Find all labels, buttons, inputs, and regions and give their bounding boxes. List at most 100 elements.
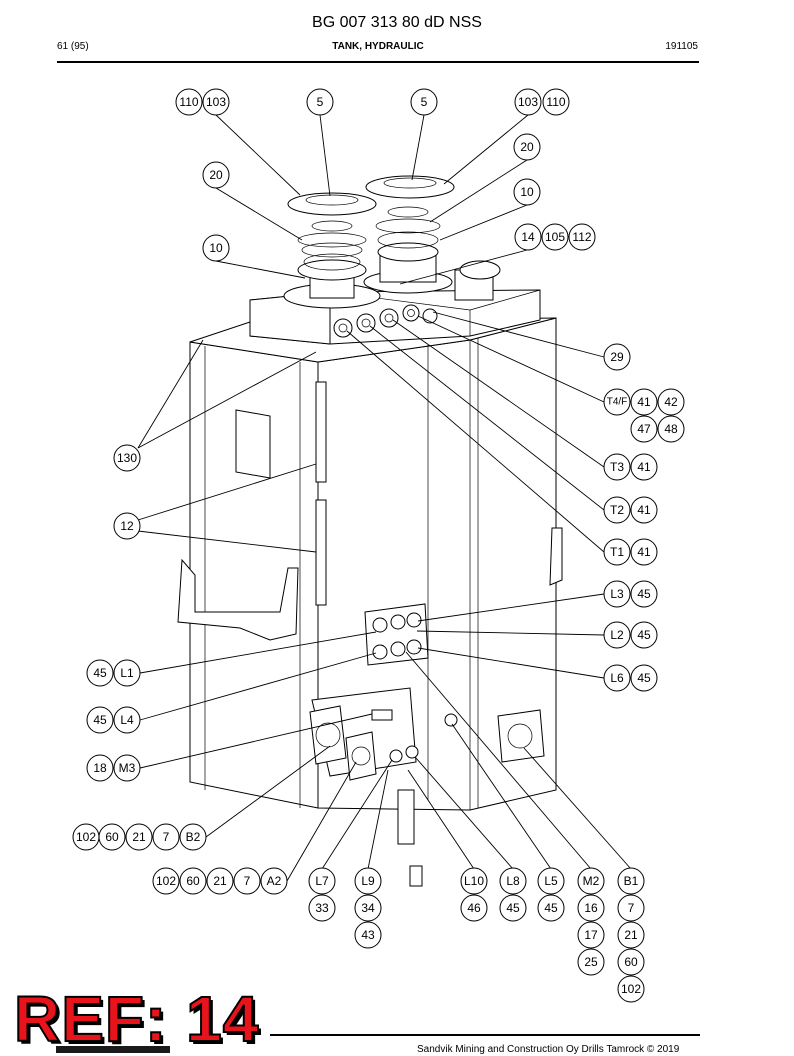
callout-10: 10: [513, 178, 541, 206]
callout-t3: T3: [603, 453, 631, 481]
callout-47: 47: [630, 415, 658, 443]
callout-label: 14: [521, 230, 535, 244]
callout-b1: B1: [617, 867, 645, 895]
callout-112: 112: [568, 223, 596, 251]
leader-lines: [137, 114, 632, 882]
callout-20: 20: [202, 161, 230, 189]
callout-label: 18: [93, 761, 107, 775]
callout-l3: L3: [603, 580, 631, 608]
callout-label: 17: [584, 928, 598, 942]
callout-45: 45: [86, 706, 114, 734]
callout-m3: M3: [113, 754, 141, 782]
callout-label: M2: [583, 874, 600, 888]
callout-60: 60: [179, 867, 207, 895]
callout-label: 7: [244, 874, 251, 888]
callout-110: 110: [542, 88, 570, 116]
callout-5: 5: [306, 88, 334, 116]
callout-130: 130: [113, 444, 141, 472]
callout-label: 45: [93, 666, 107, 680]
callout-label: 110: [179, 95, 198, 109]
callout-label: L6: [610, 671, 624, 685]
callout-label: 21: [213, 874, 227, 888]
document-number: BG 007 313 80 dD NSS: [312, 14, 482, 31]
tank-body: [177, 317, 563, 811]
callout-60: 60: [617, 948, 645, 976]
callout-45: 45: [86, 659, 114, 687]
callout-41: 41: [630, 388, 658, 416]
callout-43: 43: [354, 921, 382, 949]
callout-label: 34: [361, 901, 375, 915]
callout-label: 45: [93, 713, 107, 727]
callout-label: T1: [610, 545, 624, 559]
callout-label: T3: [610, 460, 624, 474]
callout-102: 102: [617, 975, 645, 1003]
callout-103: 103: [202, 88, 230, 116]
callout-41: 41: [630, 538, 658, 566]
callout-label: 20: [209, 168, 223, 182]
callout-7: 7: [233, 867, 261, 895]
callout-label: 21: [624, 928, 638, 942]
callout-21: 21: [617, 921, 645, 949]
callout-label: 21: [132, 830, 146, 844]
callout-103: 103: [514, 88, 542, 116]
callout-18: 18: [86, 754, 114, 782]
callout-label: 103: [518, 95, 538, 109]
lower-port-plate: [309, 687, 545, 887]
callout-label: T2: [610, 503, 624, 517]
callout-17: 17: [577, 921, 605, 949]
callout-45: 45: [537, 894, 565, 922]
callout-l8: L8: [499, 867, 527, 895]
callout-102: 102: [152, 867, 180, 895]
callout-label: A2: [267, 874, 282, 888]
callout-label: 7: [628, 901, 635, 915]
callout-label: L8: [506, 874, 520, 888]
callout-45: 45: [630, 580, 658, 608]
callout-105: 105: [541, 223, 569, 251]
callout-label: 47: [637, 422, 651, 436]
callout-label: 45: [637, 671, 651, 685]
callout-label: 5: [317, 95, 324, 109]
callout-label: 29: [610, 350, 624, 364]
callout-label: L9: [361, 874, 375, 888]
callout-41: 41: [630, 453, 658, 481]
callout-5: 5: [410, 88, 438, 116]
callout-t2: T2: [603, 496, 631, 524]
callout-label: 60: [624, 955, 638, 969]
callout-m2: M2: [577, 867, 605, 895]
callout-label: L2: [610, 628, 624, 642]
callout-48: 48: [657, 415, 685, 443]
callout-label: 45: [506, 901, 520, 915]
callout-45: 45: [630, 621, 658, 649]
callout-label: T4/F: [607, 397, 628, 408]
callout-label: 103: [206, 95, 226, 109]
callout-34: 34: [354, 894, 382, 922]
callout-label: 10: [520, 185, 534, 199]
callout-label: 102: [156, 874, 176, 888]
footer-rule: [270, 1034, 700, 1036]
callout-7: 7: [152, 823, 180, 851]
callout-label: 60: [105, 830, 119, 844]
date-code: 191105: [665, 41, 698, 52]
right-filter-stack: [363, 175, 455, 294]
callout-l4: L4: [113, 706, 141, 734]
callout-a2: A2: [260, 867, 288, 895]
callout-l1: L1: [113, 659, 141, 687]
callout-label: 12: [120, 519, 134, 533]
callout-21: 21: [125, 823, 153, 851]
callout-label: L3: [610, 587, 624, 601]
callout-33: 33: [308, 894, 336, 922]
callout-label: 7: [163, 830, 170, 844]
callout-label: 5: [421, 95, 428, 109]
callout-label: 43: [361, 928, 375, 942]
callout-46: 46: [460, 894, 488, 922]
callout-label: L10: [464, 874, 484, 888]
callout-label: 60: [186, 874, 200, 888]
callout-label: 16: [584, 901, 598, 915]
callout-14: 14: [514, 223, 542, 251]
callout-110: 110: [175, 88, 203, 116]
callout-label: 45: [637, 587, 651, 601]
callout-label: 46: [467, 901, 481, 915]
callout-label: 110: [546, 95, 565, 109]
callout-label: 10: [209, 241, 223, 255]
